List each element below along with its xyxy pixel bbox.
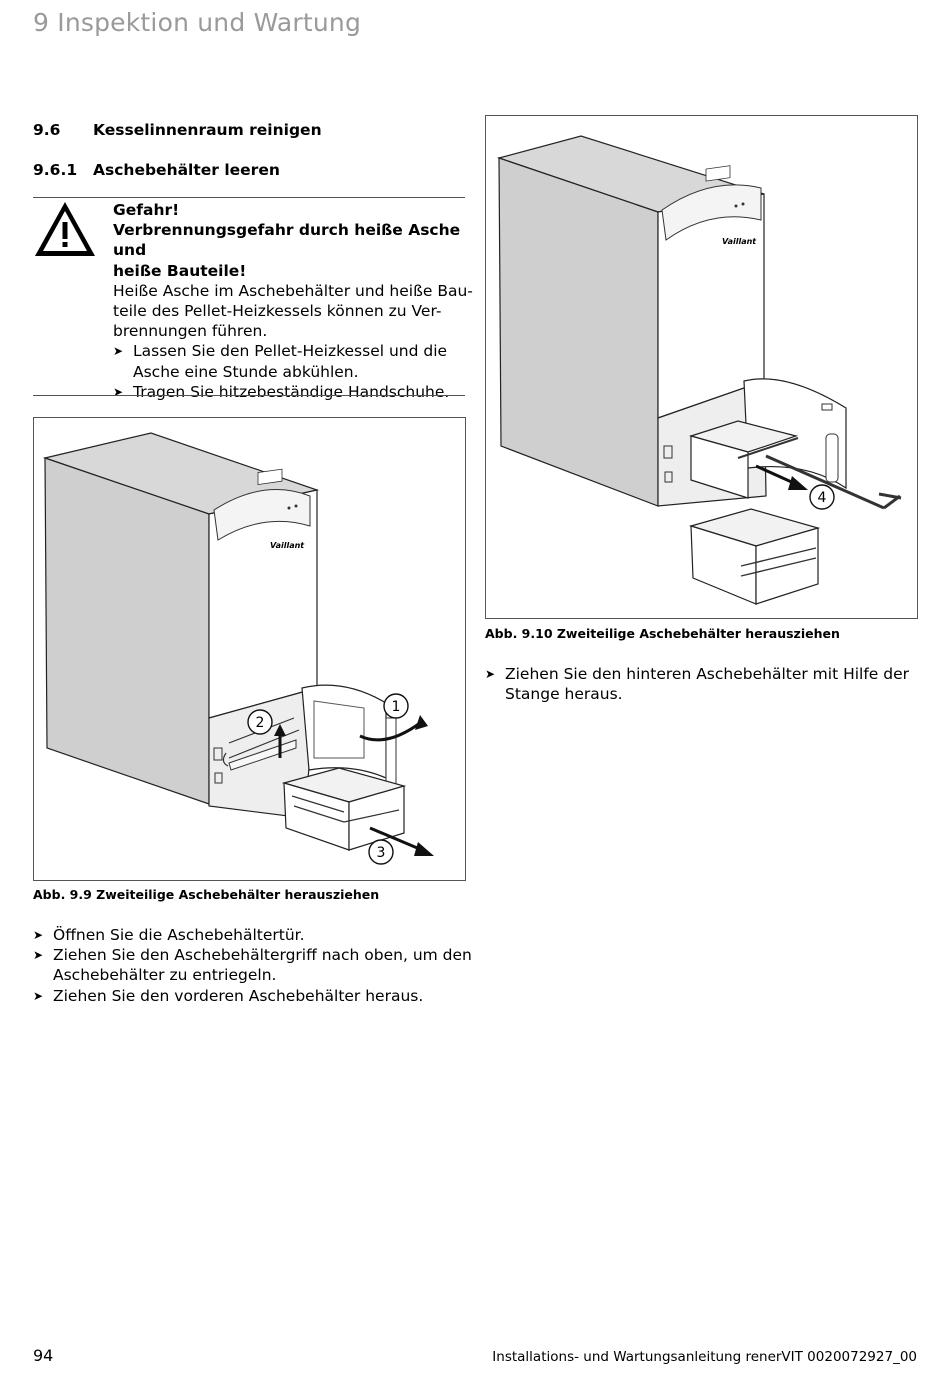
section-heading: 9.6 Kesselinnenraum reinigen — [33, 121, 473, 141]
bullet-arrow-icon: ➤ — [33, 988, 44, 1003]
callout-label: 2 — [256, 715, 265, 731]
boiler-illustration-front: Vaillant 1 2 3 — [42, 432, 434, 865]
figure-9-10-caption: Abb. 9.10 Zweiteilige Aschebehälter hera… — [485, 626, 840, 641]
bullet-arrow-icon: ➤ — [33, 948, 44, 963]
callout-4 — [809, 484, 835, 510]
step-line: Ziehen Sie den hinteren Aschebehälter mi… — [505, 665, 910, 683]
callout-label: 4 — [818, 490, 827, 506]
figure-9-10: Vaillant 4 — [485, 115, 918, 619]
step-line: Öffnen Sie die Aschebehältertür. — [53, 926, 305, 944]
section-title: Kesselinnenraum reinigen — [93, 121, 322, 139]
callout-label: 1 — [392, 699, 401, 715]
step-line: Ziehen Sie den Aschebehältergriff nach o… — [53, 946, 472, 965]
instruction-step: ➤ Ziehen Sie den Aschebehältergriff nach… — [33, 945, 473, 985]
warning-body-line2: teile des Pellet-Heizkessels können zu V… — [113, 302, 442, 321]
figure-9-9: Vaillant 1 2 3 — [33, 417, 466, 881]
step-line: Aschebehälter zu entriegeln. — [53, 966, 277, 985]
callout-1 — [383, 693, 409, 719]
brand-logo: Vaillant — [270, 541, 305, 550]
callout-label: 3 — [377, 845, 386, 861]
page-number: 94 — [33, 1346, 54, 1365]
bullet-arrow-icon: ➤ — [113, 344, 124, 359]
warning-signal-word: Gefahr! — [113, 201, 180, 219]
bullet-arrow-icon: ➤ — [113, 384, 124, 399]
warning-body-line1: Heiße Asche im Aschebehälter und heiße B… — [113, 281, 473, 300]
instruction-step: ➤ Ziehen Sie den vorderen Aschebehälter … — [33, 986, 473, 1006]
figure-9-9-caption: Abb. 9.9 Zweiteilige Aschebehälter herau… — [33, 887, 380, 902]
instruction-step: ➤ Öffnen Sie die Aschebehältertür. — [33, 925, 473, 945]
warning-step: ➤ Lassen Sie den Pellet-Heizkessel und d… — [113, 341, 473, 381]
callout-2 — [247, 709, 273, 735]
warning-top-rule — [33, 197, 465, 198]
instructions-right: ➤ Ziehen Sie den hinteren Aschebehälter … — [485, 664, 915, 704]
step-line: Lassen Sie den Pellet-Heizkessel und die — [133, 342, 448, 361]
subsection-number: 9.6.1 — [33, 161, 78, 179]
warning-body-line3: brennungen führen. — [113, 322, 268, 341]
step-line: Ziehen Sie den vorderen Aschebehälter he… — [53, 986, 424, 1005]
warning-text: Gefahr! Verbrennungsgefahr durch heiße A… — [113, 200, 473, 402]
subsection-title: Aschebehälter leeren — [93, 161, 280, 179]
warning-bottom-rule — [33, 395, 465, 396]
step-line: Tragen Sie hitzebeständige Handschuhe. — [133, 382, 450, 401]
footer-document-title: Installations- und Wartungsanleitung ren… — [492, 1349, 917, 1365]
boiler-illustration-side: Vaillant 4 — [496, 135, 902, 605]
warning-step: ➤ Tragen Sie hitzebeständige Handschuhe. — [113, 382, 473, 402]
bullet-arrow-icon: ➤ — [485, 667, 496, 681]
step-line: Asche eine Stunde abkühlen. — [133, 362, 359, 381]
brand-logo: Vaillant — [722, 237, 757, 246]
instruction-step: ➤ Ziehen Sie den hinteren Aschebehälter … — [485, 664, 915, 704]
warning-triangle-icon — [33, 200, 97, 258]
step-line: Stange heraus. — [505, 685, 623, 704]
instructions-left: ➤ Öffnen Sie die Aschebehältertür. ➤ Zie… — [33, 925, 473, 1006]
callout-3 — [368, 839, 394, 865]
bullet-arrow-icon: ➤ — [33, 928, 44, 942]
section-number: 9.6 — [33, 121, 61, 139]
subsection-heading: 9.6.1 Aschebehälter leeren — [33, 161, 473, 181]
warning-heading-line1: Verbrennungsgefahr durch heiße Asche und — [113, 221, 461, 260]
chapter-header: 9 Inspektion und Wartung — [33, 8, 362, 37]
warning-heading-line2: heiße Bauteile! — [113, 261, 247, 280]
